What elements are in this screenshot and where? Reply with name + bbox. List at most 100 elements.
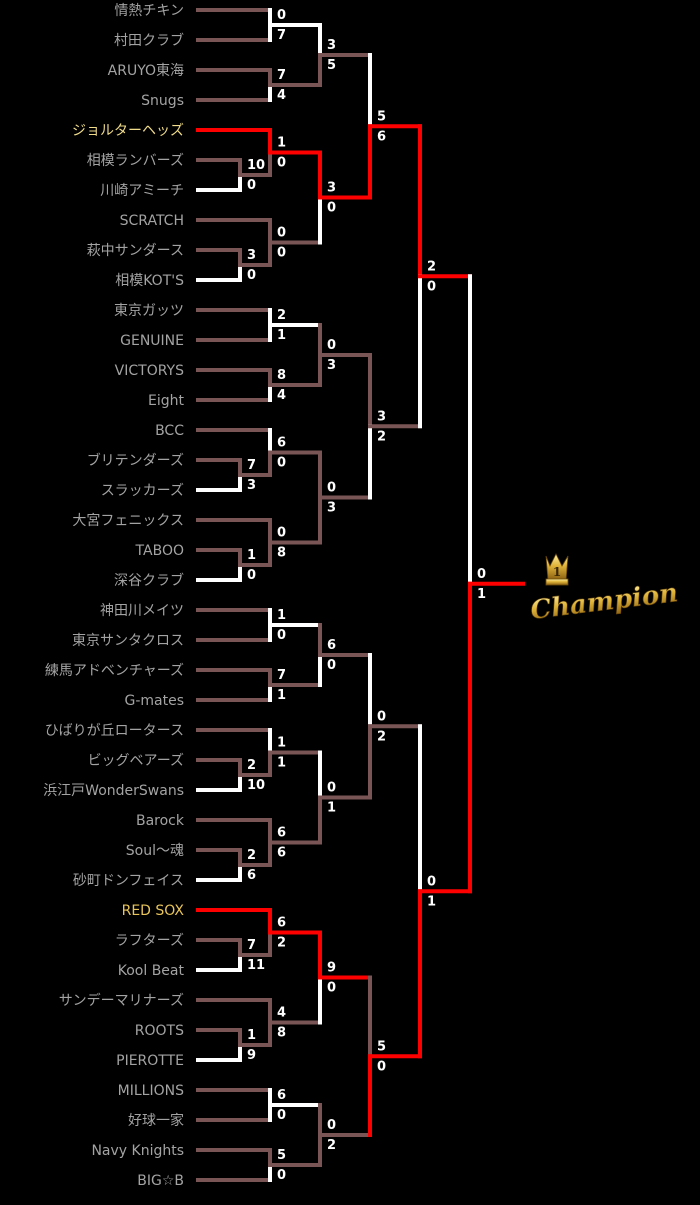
- score-label: 0: [477, 567, 486, 582]
- score-label: 7: [247, 458, 256, 473]
- team-name: 練馬アドベンチャーズ: [45, 663, 184, 679]
- score-label: 3: [327, 181, 336, 196]
- score-label: 0: [247, 568, 256, 583]
- team-name: SCRATCH: [120, 213, 184, 229]
- team-name: スラッカーズ: [101, 483, 184, 499]
- score-label: 0: [377, 1059, 386, 1074]
- team-name: 村田クラブ: [114, 32, 184, 49]
- score-label: 3: [327, 358, 336, 373]
- score-label: 2: [427, 259, 436, 274]
- score-label: 7: [247, 938, 256, 953]
- score-label: 0: [327, 658, 336, 673]
- team-name: ひばりが丘ロータース: [45, 723, 184, 739]
- score-label: 5: [377, 109, 386, 124]
- score-label: 6: [377, 129, 386, 144]
- score-label: 5: [327, 58, 336, 73]
- score-label: 0: [327, 201, 336, 216]
- team-name: BIG☆B: [137, 1173, 184, 1189]
- score-label: 7: [277, 28, 286, 43]
- score-label: 9: [247, 1048, 256, 1063]
- team-name: Eight: [148, 393, 184, 409]
- score-label: 7: [277, 68, 286, 83]
- score-label: 1: [277, 688, 286, 703]
- score-label: 1: [277, 736, 286, 751]
- team-name: 浜江戸WonderSwans: [43, 783, 184, 799]
- team-name: 東京ガッツ: [114, 303, 184, 319]
- score-label: 6: [277, 436, 286, 451]
- team-name: Barock: [136, 813, 185, 829]
- score-label: 1: [247, 1028, 256, 1043]
- score-label: 1: [477, 587, 486, 602]
- score-label: 0: [247, 268, 256, 283]
- team-name: PIEROTTE: [116, 1053, 184, 1069]
- team-name: 大宮フェニックス: [72, 513, 184, 529]
- team-name: Soul〜魂: [126, 843, 184, 859]
- score-label: 0: [277, 456, 286, 471]
- score-label: 1: [277, 328, 286, 343]
- team-name: 神田川メイツ: [100, 603, 184, 619]
- team-name: Navy Knights: [91, 1143, 184, 1159]
- team-name: TABOO: [135, 543, 184, 559]
- score-label: 10: [247, 158, 265, 173]
- score-label: 0: [277, 628, 286, 643]
- score-label: 1: [327, 801, 336, 816]
- score-label: 2: [377, 729, 386, 744]
- team-name: 好球一家: [128, 1112, 184, 1129]
- team-name: BCC: [155, 423, 184, 439]
- team-name: 相模ランバーズ: [87, 153, 184, 169]
- team-name: ラフターズ: [115, 933, 184, 949]
- team-name: 相模KOT'S: [115, 273, 184, 289]
- score-label: 0: [277, 226, 286, 241]
- score-label: 1: [277, 136, 286, 151]
- score-label: 3: [247, 248, 256, 263]
- score-label: 6: [247, 868, 256, 883]
- score-label: 1: [247, 548, 256, 563]
- score-label: 11: [247, 958, 265, 973]
- team-name: 情熱チキン: [114, 3, 184, 19]
- score-label: 2: [247, 758, 256, 773]
- score-label: 5: [277, 1148, 286, 1163]
- team-name: GENUINE: [120, 333, 184, 349]
- score-label: 0: [327, 481, 336, 496]
- team-name: MILLIONS: [118, 1083, 184, 1099]
- team-name: ROOTS: [135, 1023, 184, 1039]
- team-name: ARUYO東海: [108, 63, 184, 79]
- team-name: 深谷クラブ: [114, 572, 184, 589]
- score-label: 4: [277, 1006, 286, 1021]
- score-label: 6: [327, 638, 336, 653]
- team-name: ブリテンダーズ: [87, 452, 184, 469]
- score-label: 0: [277, 1168, 286, 1183]
- team-name: VICTORYS: [115, 363, 184, 379]
- score-label: 4: [277, 388, 286, 403]
- team-name: ビッグベアーズ: [88, 753, 184, 769]
- crown-icon: 1: [545, 553, 569, 586]
- score-label: 4: [277, 88, 286, 103]
- score-label: 1: [427, 894, 436, 909]
- score-label: 2: [247, 848, 256, 863]
- score-label: 2: [327, 1138, 336, 1153]
- score-label: 0: [277, 156, 286, 171]
- score-label: 3: [327, 501, 336, 516]
- score-label: 6: [277, 1088, 286, 1103]
- score-label: 0: [427, 874, 436, 889]
- score-label: 0: [377, 709, 386, 724]
- score-label: 3: [377, 409, 386, 424]
- score-label: 0: [327, 1118, 336, 1133]
- score-label: 0: [277, 526, 286, 541]
- score-label: 9: [327, 961, 336, 976]
- score-label: 0: [277, 8, 286, 23]
- score-label: 7: [277, 668, 286, 683]
- team-name: 川崎アミーチ: [100, 183, 184, 199]
- score-label: 5: [377, 1039, 386, 1054]
- score-label: 0: [327, 338, 336, 353]
- score-label: 0: [277, 1108, 286, 1123]
- score-label: 8: [277, 546, 286, 561]
- team-name: Snugs: [141, 93, 184, 109]
- score-label: 3: [327, 38, 336, 53]
- score-label: 0: [327, 981, 336, 996]
- score-label: 6: [277, 846, 286, 861]
- team-name: ジョルターヘッズ: [72, 123, 184, 139]
- score-label: 6: [277, 916, 286, 931]
- score-label: 0: [247, 178, 256, 193]
- champion-logo: 1 Champion: [529, 553, 680, 626]
